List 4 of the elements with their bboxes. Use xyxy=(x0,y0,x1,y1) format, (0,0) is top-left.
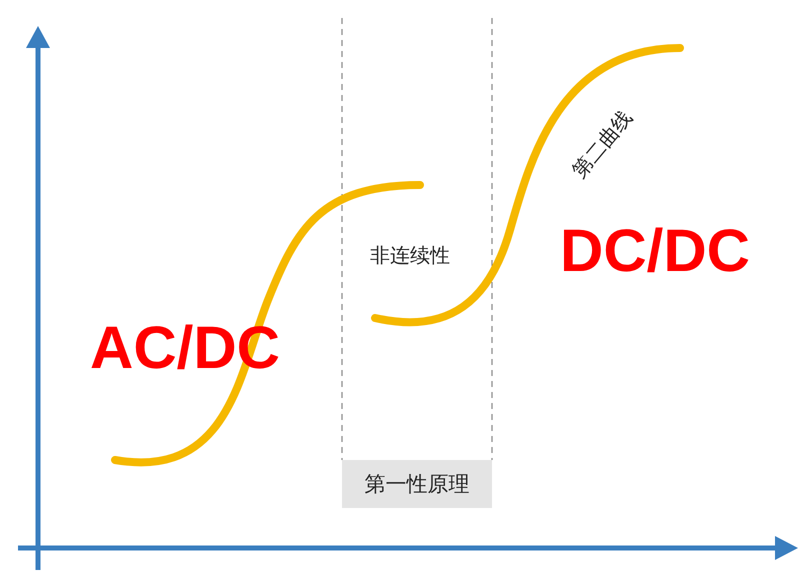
curve-label: 第二曲线 xyxy=(568,106,636,182)
label-box: 第一性原理 xyxy=(342,460,492,508)
curve-label: DC/DC xyxy=(560,218,750,284)
gap-label: 非连续性 xyxy=(370,244,450,266)
